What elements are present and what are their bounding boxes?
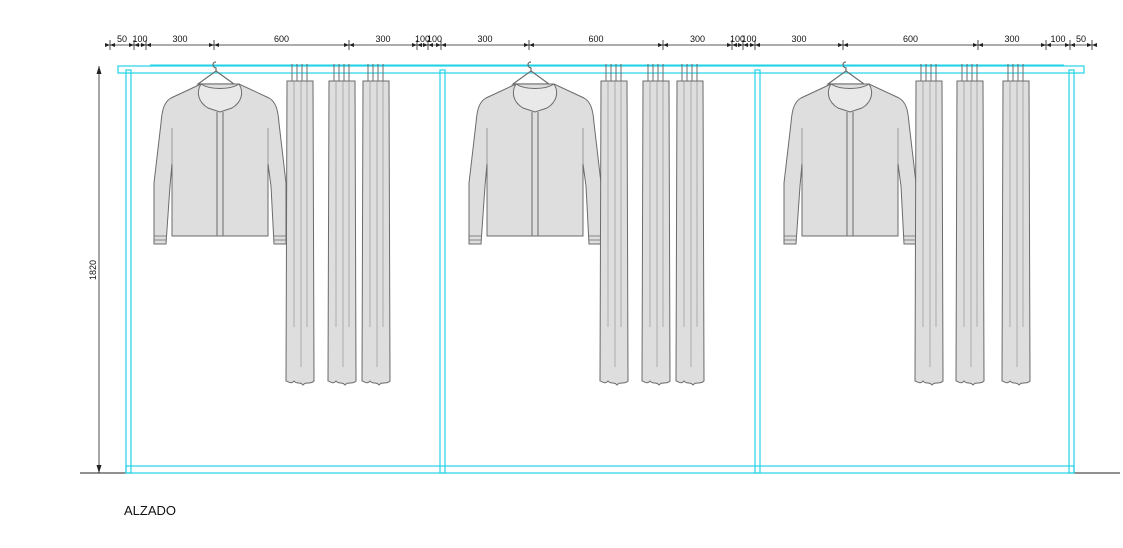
drawing-caption: ALZADO: [124, 503, 177, 518]
dimension-arrow: [658, 43, 668, 47]
dimension-arrow: [1065, 43, 1075, 47]
dimension-label: 600: [274, 34, 289, 44]
bottom-rail: [125, 465, 1075, 474]
dimension-label: 300: [375, 34, 390, 44]
dimension-arrow: [1087, 43, 1097, 47]
top-rail: [117, 65, 1085, 74]
dimension-arrow: [524, 43, 534, 47]
dimension-label: 100: [741, 34, 756, 44]
height-label: 1820: [88, 260, 98, 280]
trousers-2-module-3: [955, 63, 985, 386]
dimension-label: 300: [477, 34, 492, 44]
upright-3: [754, 69, 761, 474]
dimension-arrow: [209, 43, 219, 47]
dimension-arrow: [412, 43, 422, 47]
upright-4: [1068, 69, 1075, 474]
dimension-label: 50: [1076, 34, 1086, 44]
trousers-2-module-2: [641, 63, 671, 386]
dimension-label: 100: [1050, 34, 1065, 44]
shirt-module-1: [153, 61, 287, 245]
dimension-arrow: [973, 43, 983, 47]
dimension-label: 50: [117, 34, 127, 44]
upright-2: [439, 69, 446, 474]
trousers-3-module-1: [361, 63, 391, 386]
dimension-arrow: [1041, 43, 1051, 47]
dimension-label: 100: [730, 34, 745, 44]
trousers-1-module-1: [285, 63, 315, 386]
dimension-label: 100: [427, 34, 442, 44]
dimension-arrow: [838, 43, 848, 47]
shirt-module-3: [783, 61, 917, 245]
dimension-label: 600: [588, 34, 603, 44]
trousers-2-module-1: [327, 63, 357, 386]
dimension-label: 300: [690, 34, 705, 44]
upright-1: [125, 69, 132, 474]
trousers-1-module-2: [599, 63, 629, 386]
shirt-module-2: [468, 61, 602, 245]
dimension-label: 300: [172, 34, 187, 44]
module-2: [468, 61, 705, 386]
trousers-1-module-3: [914, 63, 944, 386]
dimension-arrow: [129, 43, 139, 47]
dimension-label: 100: [415, 34, 430, 44]
module-1: [153, 61, 391, 386]
dimension-arrow: [141, 43, 151, 47]
trousers-3-module-2: [675, 63, 705, 386]
dimension-label: 300: [791, 34, 806, 44]
dimension-label: 300: [1004, 34, 1019, 44]
dimension-arrow: [738, 43, 748, 47]
dimension-arrow: [105, 43, 115, 47]
dimension-arrow: [344, 43, 354, 47]
dimension-arrow: [436, 43, 446, 47]
dimension-label: 600: [903, 34, 918, 44]
dimension-arrow: [727, 43, 737, 47]
dimension-arrow: [750, 43, 760, 47]
dimension-arrow: [423, 43, 433, 47]
dimension-label: 100: [132, 34, 147, 44]
height-dimension: 1820: [88, 66, 102, 473]
module-3: [783, 61, 1031, 386]
trousers-3-module-3: [1001, 63, 1031, 386]
